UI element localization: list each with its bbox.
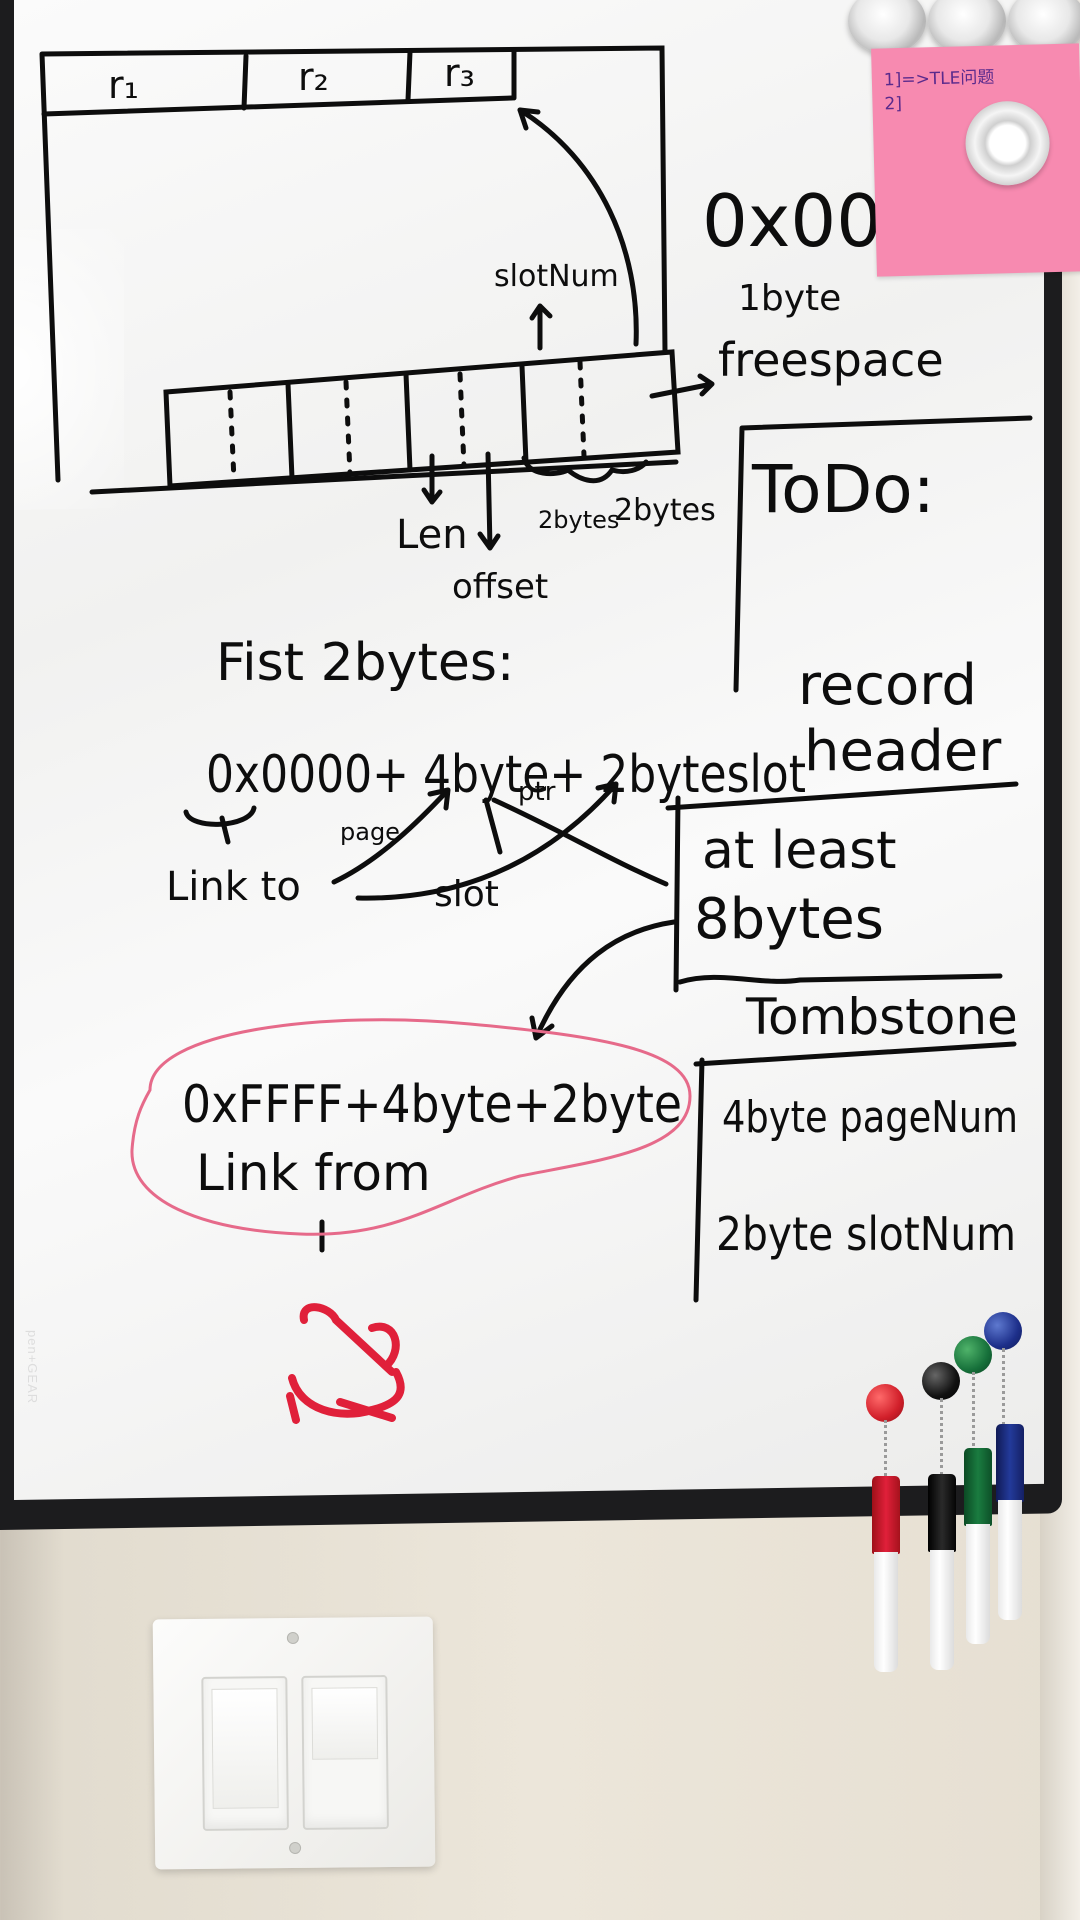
highlight-circle — [130, 1018, 692, 1236]
record-header-line1: record — [798, 653, 977, 718]
red-doodle — [286, 1303, 405, 1424]
screw-icon — [286, 1631, 299, 1645]
light-switch-right[interactable] — [301, 1675, 389, 1830]
bytes-left-label: 2bytes — [538, 506, 619, 534]
light-switch-plate — [152, 1616, 436, 1870]
record-r3: r₃ — [444, 51, 475, 95]
freespace-label: freespace — [718, 333, 944, 387]
ptr-note: ptr — [518, 777, 556, 807]
sticky-note[interactable]: 1]=>TLE问题 2] — [871, 43, 1080, 277]
slot-note: slot — [434, 874, 499, 915]
record-header-line2: header — [804, 719, 1002, 784]
at-least-line2: 8bytes — [694, 887, 884, 952]
light-switch-left[interactable] — [201, 1676, 289, 1831]
sticky-note-line: 1]=>TLE问题 — [883, 67, 995, 91]
chain — [884, 1420, 890, 1476]
marker-ball-green — [954, 1336, 992, 1374]
link-from-label: Link from — [196, 1144, 431, 1202]
todo-title: ToDo: — [751, 451, 935, 528]
marker-ball-black — [922, 1362, 960, 1400]
tombstone-field-pagenum: 4byte pageNum — [722, 1092, 1018, 1143]
marker-red[interactable] — [872, 1476, 900, 1672]
hex-header-value: 0x00 — [702, 179, 882, 263]
marker-ball-red — [866, 1384, 904, 1422]
first-bytes-formula: 0x0000+ 4byte+ 2byteslot — [206, 745, 806, 805]
chain — [940, 1398, 946, 1476]
magnet-icon[interactable] — [964, 100, 1051, 187]
records-row-line — [41, 95, 515, 117]
bytes-right-label: 2bytes — [614, 493, 716, 528]
tombstone-formula: 0xFFFF+4byte+2byte — [182, 1075, 682, 1135]
link-to-label: Link to — [166, 864, 301, 910]
marker-blue[interactable] — [996, 1424, 1024, 1620]
sticky-note-text: 1]=>TLE问题 2] — [884, 66, 996, 117]
magnet-icon[interactable] — [848, 0, 926, 54]
slotnum-label: slotNum — [494, 259, 619, 294]
slot-directory — [163, 349, 681, 489]
chain — [1002, 1348, 1008, 1426]
record-r2: r₂ — [298, 55, 329, 99]
hex-header-size: 1byte — [738, 278, 841, 319]
chain — [972, 1372, 978, 1458]
arrow-to-record — [517, 107, 639, 347]
len-label: Len — [396, 512, 468, 558]
tombstone-label: Tombstone — [745, 988, 1018, 1046]
todo-box — [733, 415, 1033, 693]
screw-icon — [289, 1841, 302, 1855]
offset-label: offset — [452, 567, 548, 607]
record-r1: r₁ — [108, 63, 139, 107]
page-note: page — [340, 818, 400, 846]
marker-ball-blue — [984, 1312, 1022, 1350]
tombstone-field-slotnum: 2byte slotNum — [716, 1207, 1016, 1261]
marker-black[interactable] — [928, 1474, 956, 1670]
first-bytes-heading: Fist 2bytes: — [216, 633, 514, 693]
at-least-line1: at least — [702, 821, 897, 881]
marker-green[interactable] — [964, 1448, 992, 1644]
